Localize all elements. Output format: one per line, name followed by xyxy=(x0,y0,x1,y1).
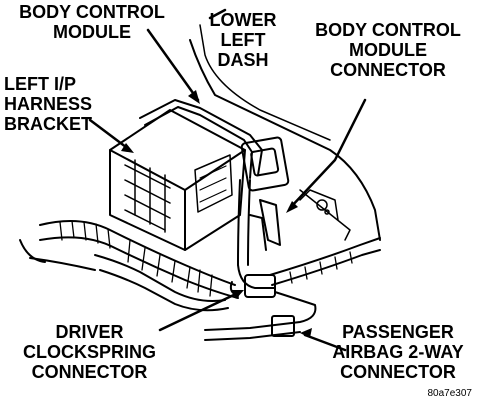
dash-panel xyxy=(189,39,381,241)
label-line: MODULE xyxy=(349,40,427,60)
leader-lines xyxy=(88,8,367,352)
body-control-module xyxy=(109,109,246,251)
right-harness xyxy=(269,237,381,286)
passenger-airbag-connector xyxy=(204,291,317,341)
arrowheads xyxy=(121,90,312,338)
label-line: DRIVER xyxy=(55,322,124,342)
label-line: CONNECTOR xyxy=(31,362,148,382)
label-line: HARNESS xyxy=(4,94,93,114)
label-line: LOWER xyxy=(209,10,277,30)
figure-id: 80a7e307 xyxy=(427,388,473,399)
label-line: AIRBAG 2-WAY xyxy=(332,342,464,362)
label-lower-left-dash: LOWER LEFT DASH xyxy=(198,10,288,70)
label-line: LEFT xyxy=(220,30,266,50)
label-line: BODY CONTROL xyxy=(19,2,165,22)
label-line: CLOCKSPRING xyxy=(22,342,156,362)
label-line: DASH xyxy=(217,50,269,70)
wiring-harness xyxy=(19,220,239,312)
dash-details xyxy=(299,189,339,221)
label-line: LEFT I/P xyxy=(4,74,76,94)
label-line: CONNECTOR xyxy=(340,362,456,382)
label-driver-clockspring-connector: DRIVER CLOCKSPRING CONNECTOR xyxy=(2,322,177,382)
bcm-connector xyxy=(240,136,290,251)
label-line: PASSENGER xyxy=(342,322,454,342)
label-line: MODULE xyxy=(53,22,131,42)
label-bcm-connector: BODY CONTROL MODULE CONNECTOR xyxy=(298,20,478,80)
label-left-ip-harness-bracket: LEFT I/P HARNESS BRACKET xyxy=(4,74,114,134)
vertical-harness xyxy=(237,179,276,289)
label-body-control-module: BODY CONTROL MODULE xyxy=(2,2,182,42)
label-passenger-airbag-connector: PASSENGER AIRBAG 2-WAY CONNECTOR xyxy=(318,322,478,382)
dash-edge xyxy=(199,24,331,141)
dash-lower-edge xyxy=(299,189,351,241)
label-line: BRACKET xyxy=(4,114,92,134)
label-line: CONNECTOR xyxy=(330,60,446,80)
label-line: BODY CONTROL xyxy=(315,20,461,40)
